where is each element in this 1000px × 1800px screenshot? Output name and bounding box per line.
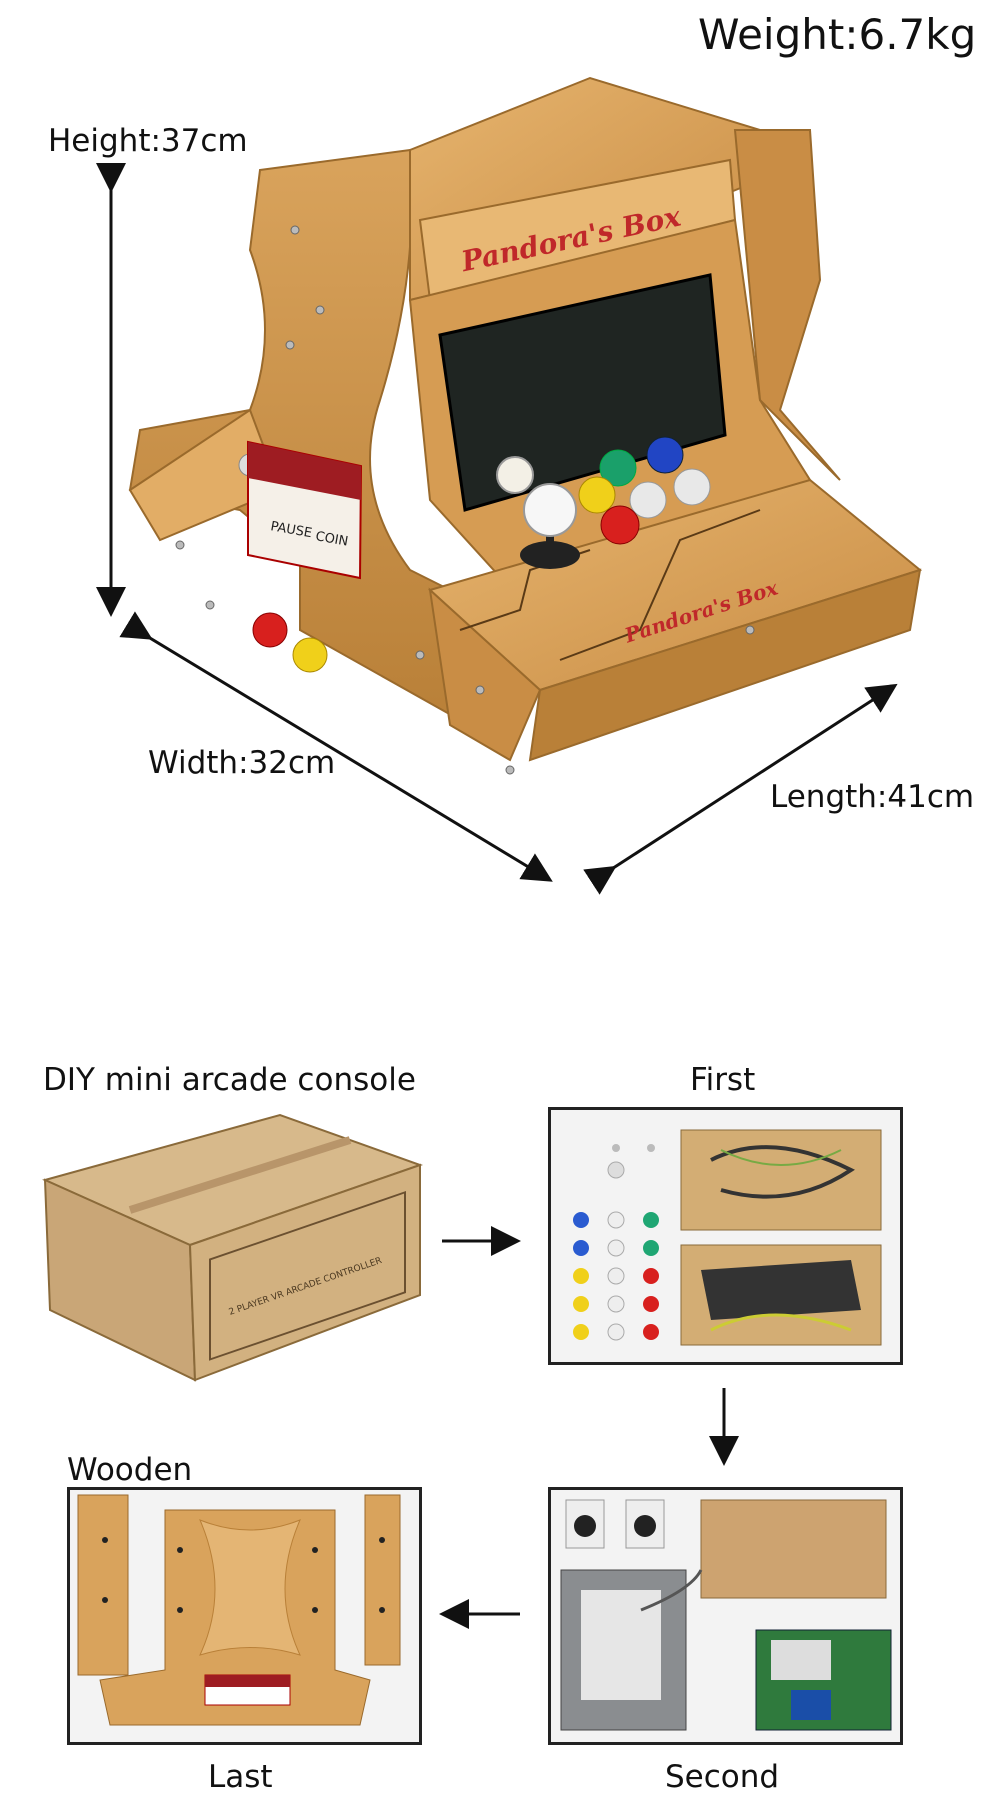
box-caption: DIY mini arcade console bbox=[43, 1062, 416, 1098]
arcade-buttons-grid bbox=[573, 1144, 659, 1341]
yellow-button bbox=[578, 476, 616, 514]
step-arrows bbox=[439, 1226, 739, 1629]
last-step-image bbox=[67, 1487, 422, 1745]
wooden-caption: Wooden bbox=[67, 1452, 193, 1488]
first-step-image bbox=[548, 1107, 903, 1365]
blue-button bbox=[646, 436, 684, 474]
cardboard-piece bbox=[700, 1499, 887, 1599]
weight-label: Weight:6.7kg bbox=[698, 10, 977, 59]
white-button-2 bbox=[673, 468, 711, 506]
green-button bbox=[599, 449, 637, 487]
dimension-arrows bbox=[96, 163, 898, 895]
second-caption: Second bbox=[665, 1759, 780, 1795]
white-button-1 bbox=[629, 481, 667, 519]
width-arrow bbox=[119, 611, 553, 882]
left-side-panel bbox=[128, 148, 462, 722]
front-skirt bbox=[528, 568, 922, 762]
pause-label: PAUSE bbox=[269, 519, 313, 541]
joystick-ball bbox=[523, 483, 577, 537]
second-step-image bbox=[548, 1487, 903, 1745]
coin-button bbox=[292, 637, 328, 673]
pause-button bbox=[252, 612, 288, 648]
wood-panel-left bbox=[77, 1494, 129, 1676]
wood-panel-right bbox=[364, 1494, 401, 1666]
first-caption: First bbox=[690, 1062, 756, 1098]
wire-bag-1 bbox=[680, 1129, 882, 1231]
last-caption: Last bbox=[208, 1759, 273, 1795]
length-arrow bbox=[583, 683, 898, 895]
red-button bbox=[600, 505, 640, 545]
cardboard-box-image: 2 PLAYER VR ARCADE CONTROLLER bbox=[42, 1113, 424, 1382]
coin-label: COIN bbox=[314, 529, 349, 549]
height-label: Height:37cm bbox=[48, 123, 248, 159]
arcade-cabinet-image: Pandora's Box Pandora's Box PAUSE COIN bbox=[128, 76, 923, 775]
